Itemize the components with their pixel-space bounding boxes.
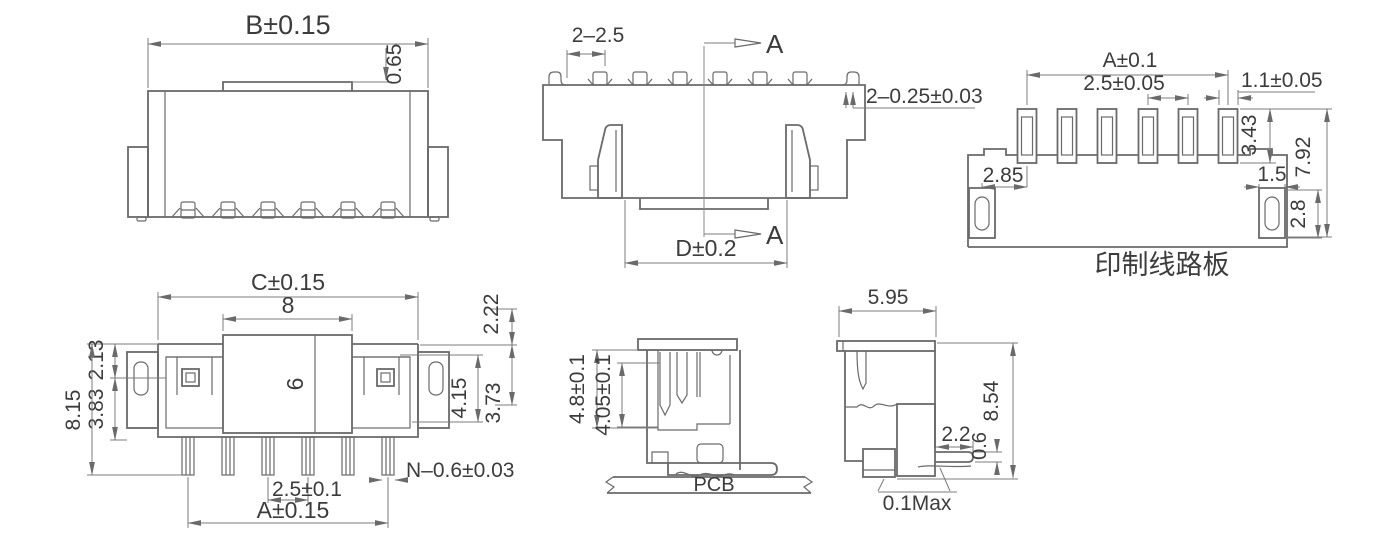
top-right-outer-dim-label: 3.73 [482, 383, 505, 424]
pcb-span-dim-label: A±0.1 [1103, 49, 1158, 72]
top-left-top-dim-label: 2.13 [85, 340, 108, 381]
section-smt-lead [667, 462, 778, 476]
rear-top-tabs [548, 71, 860, 86]
rear-hook-dim-label: 2–0.25±0.03 [866, 85, 983, 108]
pcb-pads [1016, 108, 1239, 164]
top-tape-width-dim-label: 8 [282, 292, 295, 318]
front-view: B±0.15 0.65 [127, 10, 449, 222]
side-foot [862, 448, 896, 478]
rear-latches [589, 124, 819, 199]
side-view: 5.95 8.54 2.2 0.6 0.1Max [836, 286, 1018, 515]
top-right-inner-dim-label: 4.15 [448, 378, 471, 419]
top-pin-size-dim-label: N–0.6±0.03 [406, 459, 514, 482]
front-width-dim-label: B±0.15 [245, 10, 330, 40]
top-overall-height-dim-label: 8.15 [62, 390, 85, 431]
front-tape-height-dim-label: 0.65 [383, 44, 406, 85]
top-contact-blocks [165, 356, 411, 429]
rear-bottom-width-dim-label: D±0.2 [675, 235, 736, 261]
pcb-board-outline [967, 148, 1288, 248]
front-pins [171, 201, 405, 219]
top-width-dim-label: C±0.15 [251, 269, 325, 295]
section-outer-height-dim-label: 4.8±0.1 [566, 354, 589, 424]
pcb-layout-height-dim-label: 7.92 [1292, 137, 1315, 178]
pcb-caption: 印制线路板 [1095, 250, 1230, 280]
side-flange [836, 340, 936, 352]
top-pin-pitch-dim-label: 2.5±0.1 [272, 478, 342, 501]
rear-view: A A 2–2.5 2–0.25±0.03 D±0.2 [542, 24, 983, 268]
top-tape-depth-dim-label: 6 [282, 378, 308, 391]
rear-right-hook [841, 71, 860, 86]
pcb-corner-pad-height-dim-label: 2.8 [1287, 199, 1310, 228]
side-latch-finger [856, 350, 867, 391]
side-smt-lead [935, 451, 974, 463]
top-tape-block [222, 334, 353, 434]
side-height-dim-label: 8.54 [980, 380, 1003, 421]
side-lead-thickness-dim-label: 0.6 [969, 432, 991, 460]
front-body-outline [147, 90, 429, 218]
front-right-flange [427, 146, 449, 218]
pcb-layout-view: A±0.1 2.5±0.05 1.1±0.05 3.43 7.92 2.85 1… [967, 49, 1332, 280]
pcb-corner-pad-width-dim-label: 1.5 [1257, 163, 1286, 186]
top-right-top-dim-label: 2.22 [480, 294, 503, 335]
side-coplanarity-dim-label: 0.1Max [883, 492, 952, 515]
front-tape-edge [222, 81, 353, 91]
pcb-pad-pitch-dim-label: 2.5±0.05 [1083, 72, 1165, 95]
section-label-bottom: A [766, 220, 784, 250]
section-pcb-label: PCB [693, 474, 734, 496]
side-depth-dim-label: 5.95 [868, 286, 909, 309]
pcb-pad-length-dim-label: 3.43 [1238, 115, 1261, 156]
side-lead-length-dim-label: 2.2 [941, 423, 970, 446]
pcb-pad-width-dim-label: 1.1±0.05 [1241, 69, 1323, 92]
rear-tab-pitch-dim-label: 2–2.5 [572, 24, 625, 47]
front-left-flange [127, 146, 149, 218]
section-view: PCB 4.8±0.1 4.05±0.1 [566, 338, 814, 496]
rear-left-hook [548, 71, 567, 86]
pcb-corner-offset-dim-label: 2.85 [983, 164, 1024, 187]
side-contact-block [896, 403, 936, 477]
section-contact-spring [659, 352, 701, 417]
section-pcb: PCB [604, 474, 814, 496]
section-arrow-top: A [704, 29, 784, 59]
pcb-corner-pads [968, 187, 1286, 239]
top-view: 6 C±0.15 8 2.13 3.83 8.15 2.22 3.73 [62, 269, 517, 528]
top-pins [181, 436, 395, 476]
top-wings [126, 351, 450, 429]
section-arrow-bottom: A [704, 220, 784, 250]
rear-body-outline [542, 84, 866, 199]
top-pin-span-dim-label: A±0.15 [257, 497, 330, 523]
section-label-top: A [766, 29, 784, 59]
section-flange [637, 338, 738, 351]
top-left-mid-dim-label: 3.83 [85, 389, 108, 430]
section-inner-height-dim-label: 4.05±0.1 [592, 354, 615, 436]
